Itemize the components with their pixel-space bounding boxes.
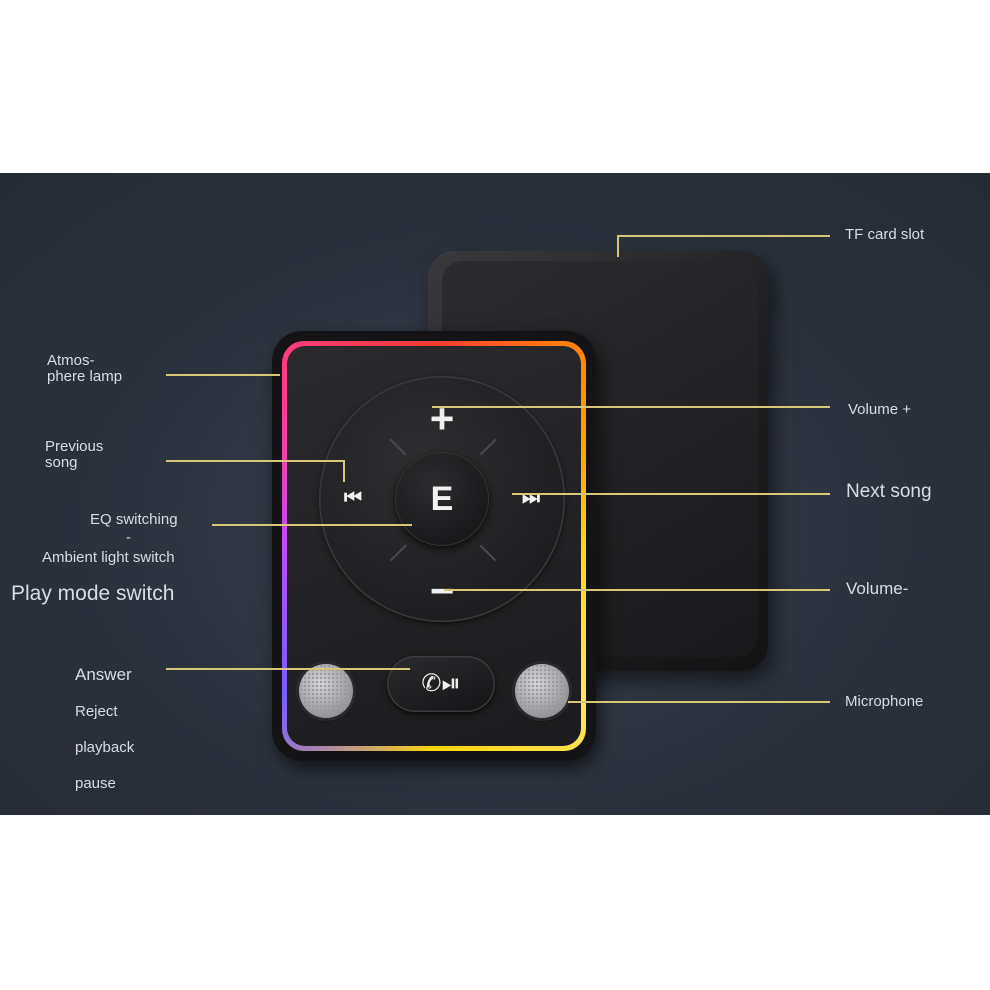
- label-reject: Reject: [75, 703, 118, 720]
- answer-leader: [166, 668, 410, 670]
- label-play-mode-switch: Play mode switch: [11, 582, 175, 605]
- label-next-song: Next song: [846, 481, 932, 502]
- atmosphere-lamp-ring: + − ⏮ ⏭ E ✆⏯: [282, 341, 586, 751]
- label-playback: playback: [75, 739, 135, 756]
- label-previous-song-line1: Previous: [45, 438, 104, 455]
- tf-card-leader-vertical: [617, 235, 619, 257]
- wheel-divider: [479, 544, 497, 562]
- label-atmosphere-lamp-line1: Atmos-: [47, 352, 95, 369]
- eq-switching-leader: [212, 524, 412, 526]
- label-atmosphere-lamp: Atmos- phere lamp: [47, 353, 122, 385]
- wheel-divider: [479, 438, 497, 456]
- device-face: + − ⏮ ⏭ E ✆⏯: [287, 346, 581, 746]
- next-song-leader: [512, 493, 830, 495]
- label-atmosphere-lamp-line2: phere lamp: [47, 368, 123, 385]
- previous-song-leader: [166, 460, 344, 462]
- product-diagram-panel: + − ⏮ ⏭ E ✆⏯ TF card slot Atmos- phere l…: [0, 173, 990, 815]
- label-answer: Answer: [75, 665, 132, 684]
- label-microphone: Microphone: [845, 693, 924, 710]
- volume-up-button[interactable]: +: [429, 395, 455, 442]
- label-eq-dash: -: [126, 529, 131, 546]
- wheel-divider: [389, 544, 407, 562]
- control-wheel: + − ⏮ ⏭ E: [319, 376, 565, 622]
- microphone-left: [299, 664, 353, 718]
- label-ambient-light-switch: Ambient light switch: [42, 549, 175, 566]
- microphone-right: [515, 664, 569, 718]
- label-eq-switching: EQ switching: [90, 511, 178, 528]
- microphone-leader: [568, 701, 830, 703]
- label-previous-song-line2: song: [45, 454, 78, 471]
- label-volume-plus: Volume +: [848, 401, 911, 418]
- volume-down-button[interactable]: −: [429, 567, 455, 614]
- previous-song-button[interactable]: ⏮: [344, 487, 362, 509]
- call-play-pause-button[interactable]: ✆⏯: [387, 656, 495, 712]
- previous-song-leader-vertical: [343, 460, 345, 482]
- atmosphere-lamp-leader: [166, 374, 280, 376]
- device-front: + − ⏮ ⏭ E ✆⏯: [272, 331, 596, 761]
- volume-minus-leader: [444, 589, 830, 591]
- label-tf-card-slot: TF card slot: [845, 226, 925, 243]
- volume-plus-leader: [432, 406, 830, 408]
- label-volume-minus: Volume-: [846, 579, 909, 598]
- eq-mode-button[interactable]: E: [395, 452, 489, 546]
- label-previous-song: Previous song: [45, 439, 103, 471]
- label-pause: pause: [75, 775, 116, 792]
- wheel-divider: [389, 438, 407, 456]
- tf-card-leader: [617, 235, 830, 237]
- next-song-button[interactable]: ⏭: [522, 487, 540, 509]
